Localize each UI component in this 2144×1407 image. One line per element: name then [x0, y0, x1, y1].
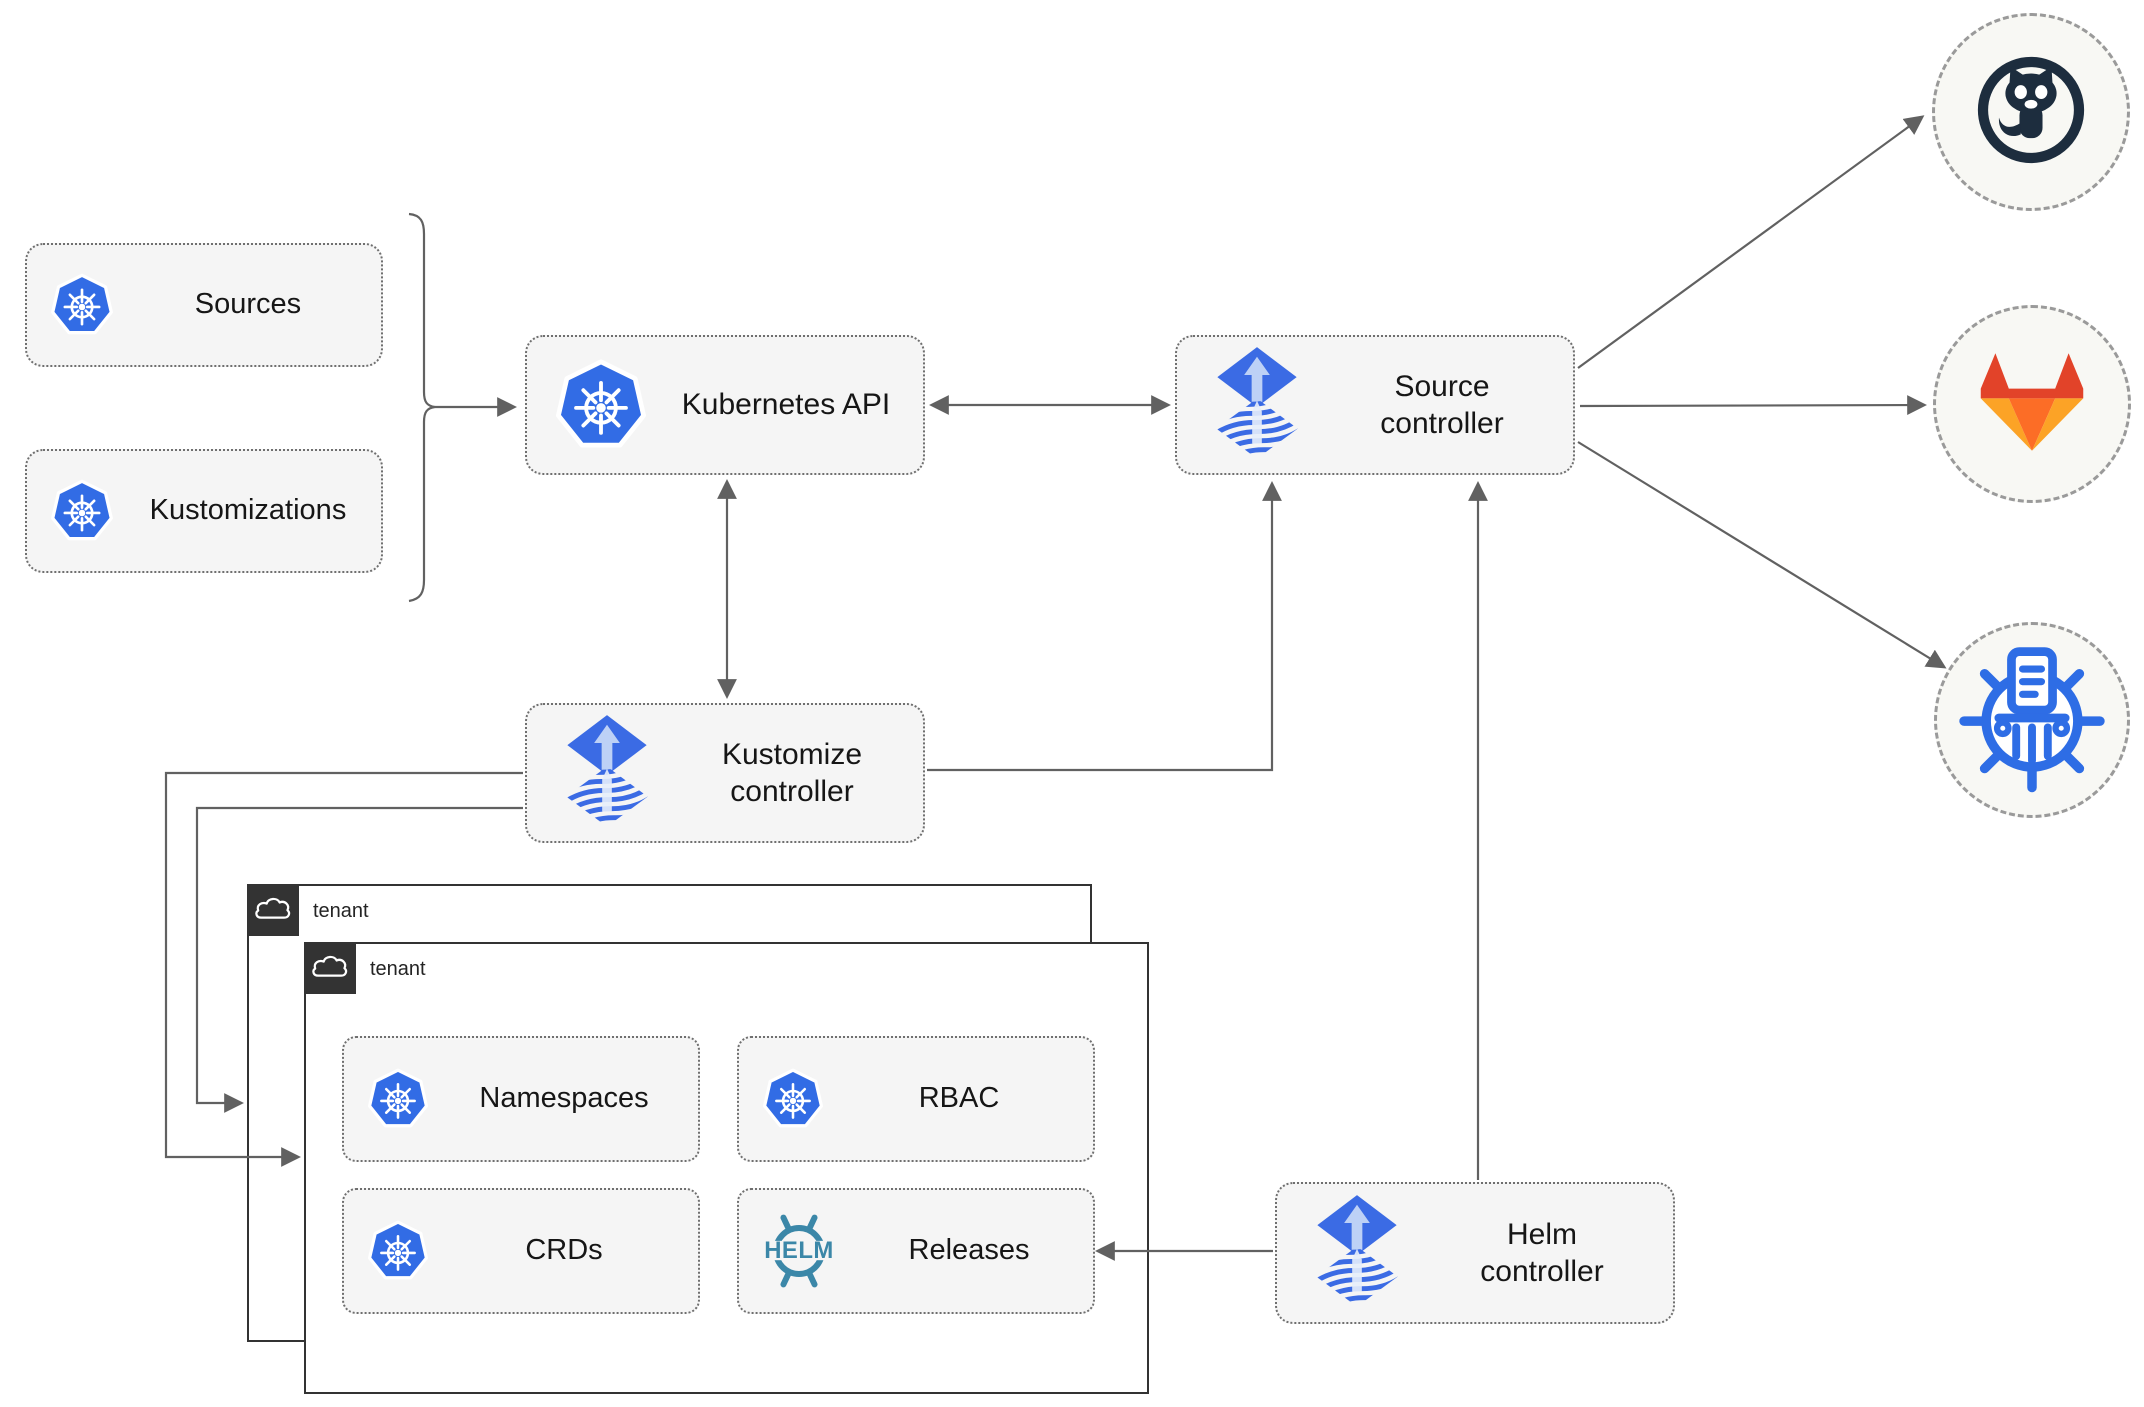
tenant-outer-badge	[247, 884, 299, 936]
namespaces-label: Namespaces	[479, 1082, 649, 1115]
namespaces-node: Namespaces	[342, 1036, 700, 1162]
releases-node: HELM Releases	[737, 1188, 1095, 1314]
kubernetes-icon	[366, 1067, 430, 1131]
edge-kustomize-to-source	[927, 481, 1282, 772]
svg-text:HELM: HELM	[764, 1237, 834, 1264]
sources-node: Sources	[25, 243, 383, 367]
github-icon	[1967, 46, 2095, 179]
tenant-inner-badge	[304, 942, 356, 994]
flux-icon	[553, 713, 661, 833]
source-controller-node: Source controller	[1175, 335, 1575, 475]
kustomize-controller-node: Kustomize controller	[525, 703, 925, 843]
source-controller-label: Source controller	[1380, 369, 1504, 440]
kustomize-controller-label: Kustomize controller	[721, 737, 863, 808]
kubernetes-icon	[49, 272, 115, 338]
helm-logo-icon: HELM	[753, 1205, 845, 1297]
kubernetes-icon	[761, 1067, 825, 1131]
cloud-icon	[253, 892, 293, 929]
chartmuseum-target	[1934, 622, 2130, 818]
flux-icon	[1203, 345, 1311, 465]
gitlab-target	[1933, 305, 2131, 503]
kubernetes-api-label: Kubernetes API	[681, 388, 891, 422]
tenant-outer-label: tenant	[313, 900, 369, 922]
crds-node: CRDs	[342, 1188, 700, 1314]
edge-source-to-gitlab	[1579, 395, 1927, 415]
kubernetes-api-node: Kubernetes API	[525, 335, 925, 475]
kustomizations-label: Kustomizations	[149, 494, 347, 527]
rbac-node: RBAC	[737, 1036, 1095, 1162]
chartmuseum-icon	[1953, 639, 2111, 802]
gitlab-icon	[1971, 348, 2093, 461]
edge-source-to-github	[1577, 115, 1925, 369]
kubernetes-icon	[366, 1219, 430, 1283]
cloud-icon	[310, 950, 350, 987]
kustomizations-node: Kustomizations	[25, 449, 383, 573]
releases-label: Releases	[908, 1234, 1030, 1267]
tenant-inner-box: tenant Namespaces RBAC CRDs	[304, 942, 1149, 1394]
helm-controller-label: Helm controller	[1480, 1217, 1604, 1288]
flux-icon	[1303, 1193, 1411, 1313]
edge-bracket	[408, 212, 436, 603]
github-target	[1932, 13, 2130, 211]
crds-label: CRDs	[525, 1234, 603, 1267]
edge-source-to-chartmuseum	[1577, 441, 1947, 669]
sources-label: Sources	[194, 288, 302, 321]
rbac-label: RBAC	[918, 1082, 1000, 1115]
kubernetes-icon	[553, 357, 649, 453]
kubernetes-icon	[49, 478, 115, 544]
helm-controller-node: Helm controller	[1275, 1182, 1675, 1324]
tenant-inner-label: tenant	[370, 958, 426, 980]
